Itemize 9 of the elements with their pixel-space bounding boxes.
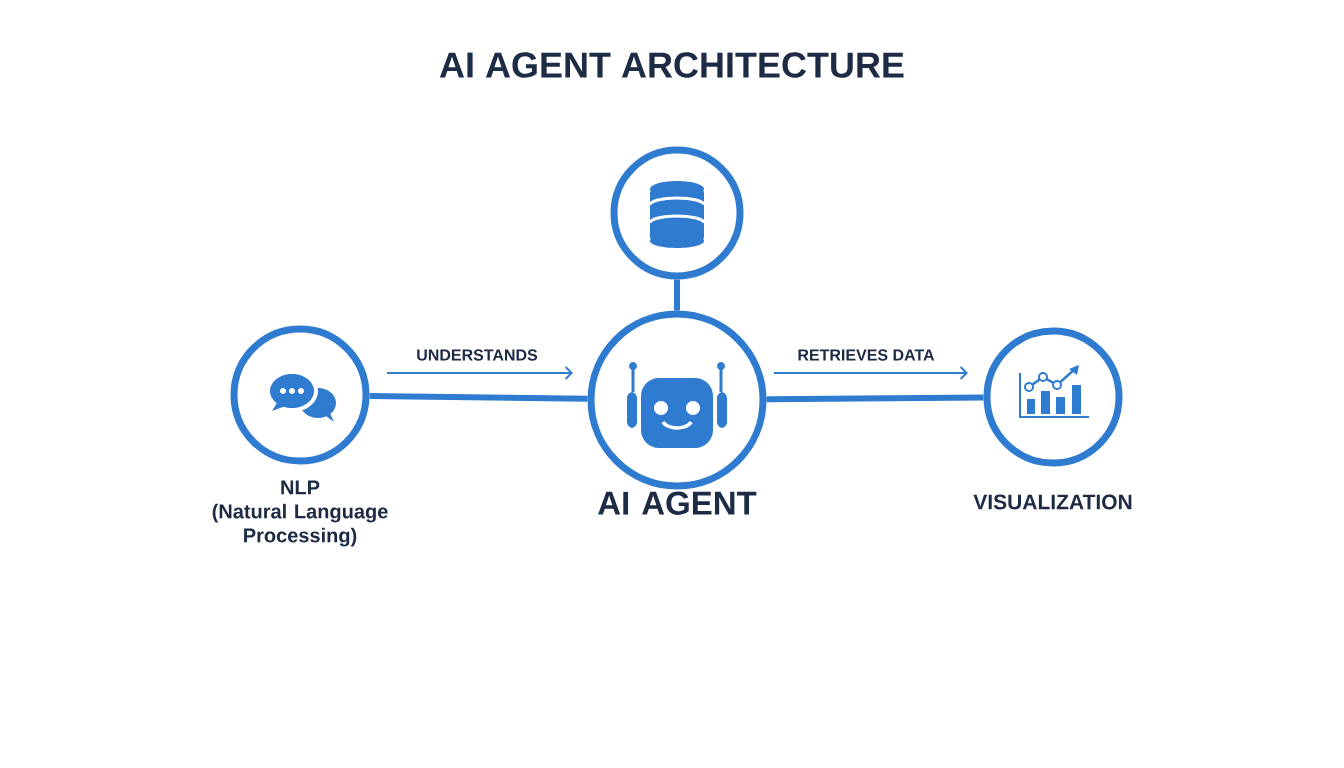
node-label: NLP (Natural Language Processing): [212, 480, 388, 547]
edge-label: UNDERSTANDS: [415, 348, 539, 362]
node-label: AI AGENT: [598, 491, 757, 515]
node-label: VISUALIZATION: [973, 494, 1132, 510]
connector-line: [766, 394, 984, 403]
title: AI AGENT ARCHITECTURE: [439, 52, 904, 78]
connector-line: [674, 279, 680, 311]
edge-label: RETRIEVES DATA: [796, 348, 936, 362]
connector-line: [369, 392, 588, 402]
